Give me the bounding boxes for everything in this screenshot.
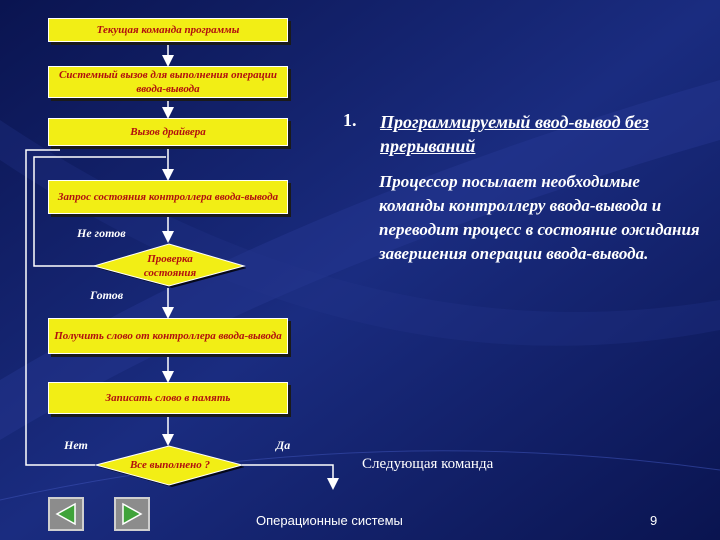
label-no: Нет bbox=[64, 438, 88, 452]
heading-number: 1. bbox=[343, 110, 357, 130]
label-ready: Готов bbox=[90, 288, 124, 302]
step-current-command: Текущая команда программы bbox=[48, 18, 288, 42]
decision-status-diamond bbox=[92, 243, 246, 288]
heading-title: Программируемый ввод-вывод без прерывани… bbox=[380, 112, 649, 156]
decision-status-label: Проверка состояния bbox=[143, 253, 197, 279]
prev-slide-button[interactable] bbox=[48, 497, 84, 531]
decision-done-diamond bbox=[94, 445, 244, 487]
step-system-call: Системный вызов для выполнения операции … bbox=[48, 66, 288, 98]
step-get-word: Получить слово от контроллера ввода-выво… bbox=[48, 318, 288, 354]
step-request-status: Запрос состояния контроллера ввода-вывод… bbox=[48, 180, 288, 214]
next-slide-button[interactable] bbox=[114, 497, 150, 531]
decision-done-label: Все выполнено ? bbox=[129, 459, 211, 471]
body-text: Процессор посылает необходимые команды к… bbox=[379, 172, 700, 263]
step-driver-call: Вызов драйвера bbox=[48, 118, 288, 146]
step-write-word: Записать слово в память bbox=[48, 382, 288, 414]
arrow-left-icon bbox=[55, 502, 76, 526]
footer-course-name: Операционные системы bbox=[256, 513, 403, 528]
label-not-ready: Не готов bbox=[77, 226, 126, 240]
page-number: 9 bbox=[650, 513, 658, 528]
next-command-label: Следующая команда bbox=[362, 456, 494, 472]
label-yes: Да bbox=[276, 438, 291, 452]
arrow-right-icon bbox=[122, 502, 143, 526]
